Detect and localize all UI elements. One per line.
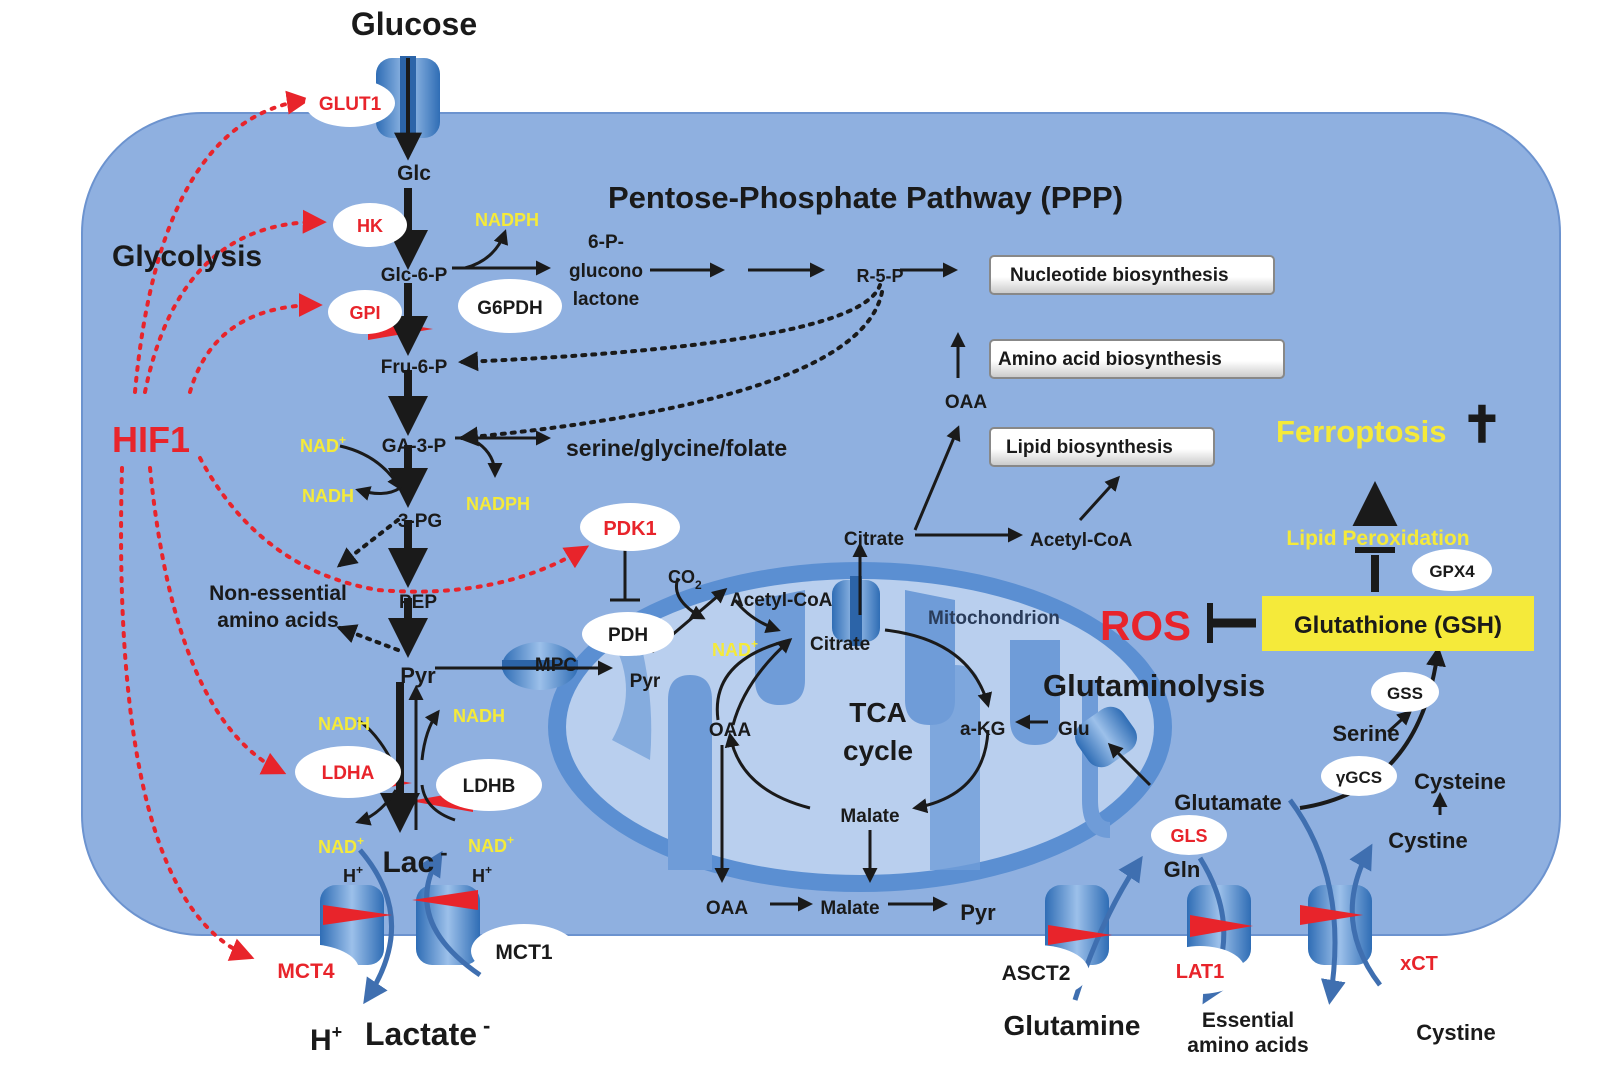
pg3-label: 3-PG — [398, 511, 442, 532]
mct4-transporter — [320, 885, 384, 965]
death-cross: ✝ — [1461, 397, 1503, 453]
box-gsh: Glutathione (GSH) — [1294, 612, 1502, 639]
pep-label: PEP — [399, 592, 437, 613]
nonessential-line1: Non-essential — [209, 582, 347, 605]
tca-line1: TCA — [849, 697, 907, 728]
product-boxes — [989, 255, 1534, 651]
ldha-label: LDHA — [322, 763, 375, 784]
oaa-out: OAA — [706, 898, 749, 919]
gss-label: GSS — [1387, 684, 1423, 703]
acetyl-coa-out: Acetyl-CoA — [1030, 530, 1133, 551]
co2-label: CO2 — [668, 567, 702, 592]
cystine-out-label: Cystine — [1416, 1020, 1495, 1045]
h-left: H+ — [343, 863, 363, 886]
citrate-out: Citrate — [844, 529, 904, 550]
cystine-in-label: Cystine — [1388, 828, 1467, 853]
pdh-label: PDH — [608, 625, 648, 646]
nad-plus-glycolysis: NAD+ — [300, 433, 346, 456]
serine-label: Serine — [1332, 721, 1399, 746]
nadh-right: NADH — [453, 706, 505, 726]
gln-label: Gln — [1164, 857, 1201, 882]
oaa-mito: OAA — [709, 720, 752, 741]
box-nucleotide: Nucleotide biosynthesis — [1010, 265, 1229, 286]
glutaminolysis-heading: Glutaminolysis — [1043, 668, 1265, 703]
enzyme-ovals — [253, 79, 1492, 999]
glutamine-label: Glutamine — [1004, 1010, 1141, 1041]
lac-label: Lac- — [382, 840, 447, 879]
xct-label: xCT — [1400, 953, 1438, 975]
nad-left: NAD+ — [318, 834, 364, 857]
gluconolactone-3: lactone — [573, 289, 640, 310]
gls-label: GLS — [1170, 826, 1207, 846]
oaa-up: OAA — [945, 392, 988, 413]
pyr-label: Pyr — [400, 663, 436, 688]
nadh-glycolysis: NADH — [302, 486, 354, 506]
glc-label: Glc — [397, 162, 431, 185]
malate-out: Malate — [820, 898, 879, 919]
ros-label: ROS — [1100, 602, 1191, 649]
mct4-label: MCT4 — [277, 960, 334, 983]
mitochondrion — [548, 562, 1172, 892]
nadph-2: NADPH — [466, 494, 530, 514]
gluconolactone-2: glucono — [569, 261, 643, 282]
nonessential-line2: amino acids — [217, 609, 338, 632]
acetyl-coa-mito: Acetyl-CoA — [730, 590, 833, 611]
mct1-label: MCT1 — [495, 941, 552, 964]
mitochondrion-label: Mitochondrion — [928, 608, 1060, 629]
cysteine-label: Cysteine — [1414, 769, 1506, 794]
hif1-arrows — [119, 90, 590, 961]
serine-gly-folate-label: serine/glycine/folate — [566, 435, 787, 461]
h-plus-out: H+ — [310, 1022, 342, 1057]
ggcs-label: γGCS — [1336, 768, 1382, 787]
labels: Glucose Glycolysis Pentose-Phosphate Pat… — [112, 6, 1506, 1057]
lipid-peroxidation-label: Lipid Peroxidation — [1286, 527, 1469, 550]
glucose-label: Glucose — [351, 6, 477, 42]
nad-mito: NAD+ — [712, 637, 758, 660]
tca-line2: cycle — [843, 735, 913, 766]
cell-body — [81, 112, 1561, 936]
fru6p-label: Fru-6-P — [381, 357, 448, 378]
box-amino-acid: Amino acid biosynthesis — [998, 349, 1222, 370]
ppp-heading: Pentose-Phosphate Pathway (PPP) — [608, 180, 1123, 215]
ldhb-label: LDHB — [463, 776, 516, 797]
r5p-label: R-5-P — [856, 266, 903, 286]
asct2-label: ASCT2 — [1002, 962, 1071, 985]
gluconolactone-1: 6-P- — [588, 232, 624, 253]
mpc-transporter — [502, 642, 578, 690]
ferroptosis-heading: Ferroptosis — [1276, 414, 1447, 449]
box-lipid: Lipid biosynthesis — [1006, 437, 1173, 458]
g6pdh-label: G6PDH — [477, 298, 542, 319]
transporters — [320, 56, 1372, 965]
glutamate-label: Glutamate — [1174, 790, 1282, 815]
hif1-label: HIF1 — [112, 419, 190, 460]
h-right: H+ — [472, 863, 492, 886]
gpi-label: GPI — [349, 303, 380, 323]
glut1-label: GLUT1 — [319, 94, 382, 115]
hk-label: HK — [357, 216, 383, 236]
nadh-left: NADH — [318, 714, 370, 734]
citrate-mito: Citrate — [810, 634, 870, 655]
dotted-arrows — [336, 283, 884, 652]
nadph-1: NADPH — [475, 210, 539, 230]
lat1-label: LAT1 — [1176, 961, 1225, 983]
mpc-label: MPC — [535, 655, 578, 676]
akg-label: a-KG — [960, 719, 1005, 740]
nad-right: NAD+ — [468, 833, 514, 856]
essential-aa-line1: Essential — [1202, 1009, 1294, 1032]
glc6p-label: Glc-6-P — [381, 265, 448, 286]
glu-mito: Glu — [1058, 719, 1090, 740]
malate-mito: Malate — [840, 806, 899, 827]
ga3p-label: GA-3-P — [382, 436, 447, 457]
pyr-mito: Pyr — [630, 671, 661, 692]
gpx4-label: GPX4 — [1429, 562, 1475, 581]
pdk1-label: PDK1 — [603, 518, 656, 540]
pyr-out: Pyr — [960, 900, 996, 925]
lactate-out: Lactate- — [365, 1013, 490, 1052]
glycolysis-heading: Glycolysis — [112, 240, 262, 273]
essential-aa-line2: amino acids — [1187, 1034, 1308, 1057]
